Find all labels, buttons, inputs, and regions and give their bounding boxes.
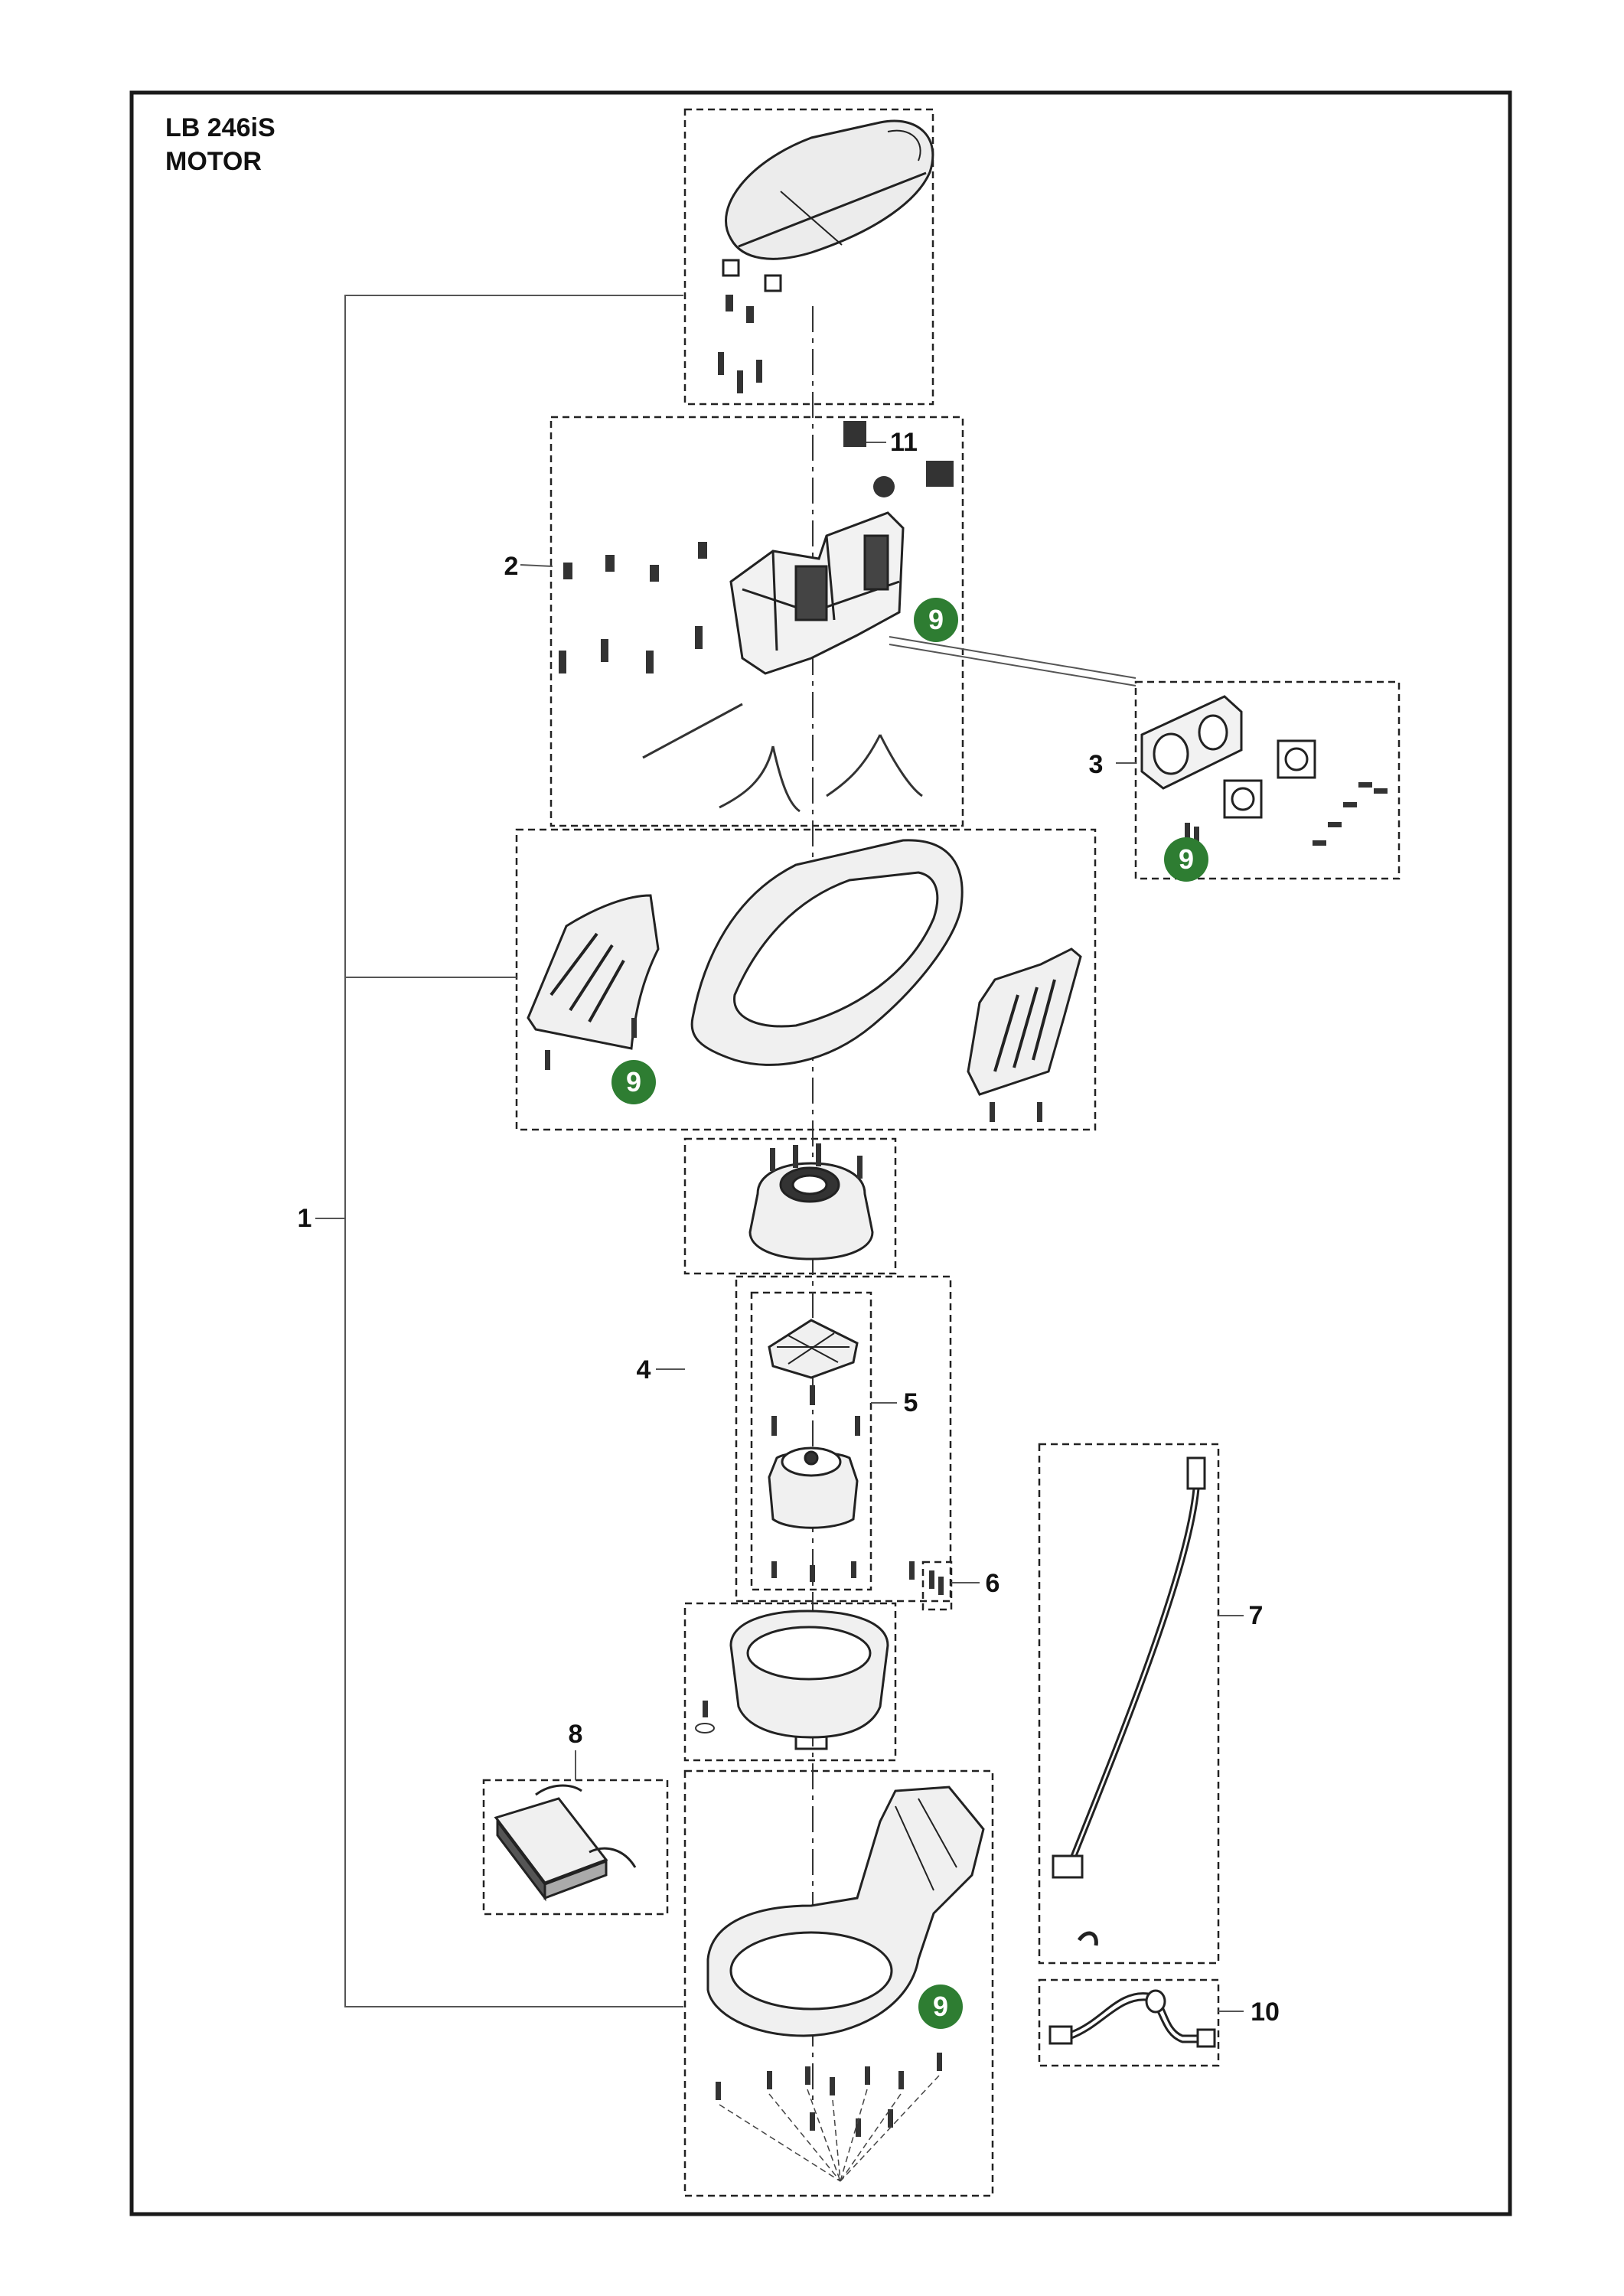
fan-cover-part (748, 1162, 874, 1261)
battery-holder-wires (642, 703, 923, 813)
box-cable-7 (1038, 1443, 1220, 1965)
callout-7: 7 (1248, 1601, 1264, 1630)
box-cable-10 (1038, 1978, 1220, 2067)
callout-2: 2 (504, 552, 519, 581)
section-title: MOTOR (165, 147, 262, 176)
charger-8-part (494, 1784, 637, 1902)
left-grille-part (527, 894, 660, 1050)
motor-housing-part (729, 1609, 889, 1750)
callout-5: 5 (903, 1388, 918, 1417)
box-lower-housing (683, 1769, 994, 2197)
callout-8: 8 (568, 1720, 583, 1749)
handle-top-part (722, 119, 934, 292)
box-fan-unit (1134, 680, 1401, 880)
box-battery-holder (549, 416, 964, 827)
callout-6: 6 (985, 1569, 1000, 1598)
callout-3: 3 (1088, 750, 1104, 779)
callout-10: 10 (1251, 1998, 1280, 2027)
cable-7-part (1052, 1456, 1206, 1946)
callout-1: 1 (297, 1204, 312, 1233)
fan-unit-screws (1185, 782, 1388, 846)
badge-9-lower-housing: 9 (918, 1985, 963, 2029)
callout-4: 4 (636, 1355, 651, 1384)
fan-cover-screws (770, 1143, 863, 1179)
model-title: LB 246iS (165, 113, 276, 142)
box-handle-top (683, 108, 934, 406)
lower-housing-screws (716, 2053, 942, 2182)
cable-10-part (1048, 1989, 1216, 2048)
fan-unit-part (1140, 695, 1316, 819)
callout-11: 11 (890, 428, 918, 457)
cover-part (690, 839, 964, 1066)
box-fan-cover (683, 1137, 897, 1275)
page-frame (129, 90, 1512, 2216)
battery-holder-part (729, 511, 905, 675)
badge-9-cover: 9 (611, 1060, 656, 1104)
badge-9-fan-unit: 9 (1164, 837, 1208, 882)
box-cover (515, 828, 1097, 1131)
right-grille-part (967, 947, 1082, 1096)
box-motor-inner (750, 1291, 872, 1591)
link-battery-fan (889, 644, 1136, 687)
box-screws-6 (921, 1561, 953, 1611)
motor-part (768, 1446, 859, 1529)
cover-screws (545, 1018, 1042, 1122)
badge-9-battery-holder: 9 (914, 598, 958, 642)
battery-holder-small-parts (559, 421, 954, 673)
lower-housing-part (706, 1786, 985, 2037)
motor-screws (771, 1385, 944, 1595)
impeller-part (768, 1319, 859, 1379)
box-motor-housing (683, 1602, 897, 1762)
motor-housing-small (695, 1701, 715, 1733)
handle-screws (718, 295, 762, 393)
link-battery-fan-2 (889, 636, 1136, 679)
leader-lines (315, 295, 1244, 2012)
bracket-1 (344, 295, 683, 2007)
group-boxes (482, 108, 1401, 2197)
box-motor-assy (735, 1275, 952, 1603)
leader-2 (520, 564, 553, 567)
